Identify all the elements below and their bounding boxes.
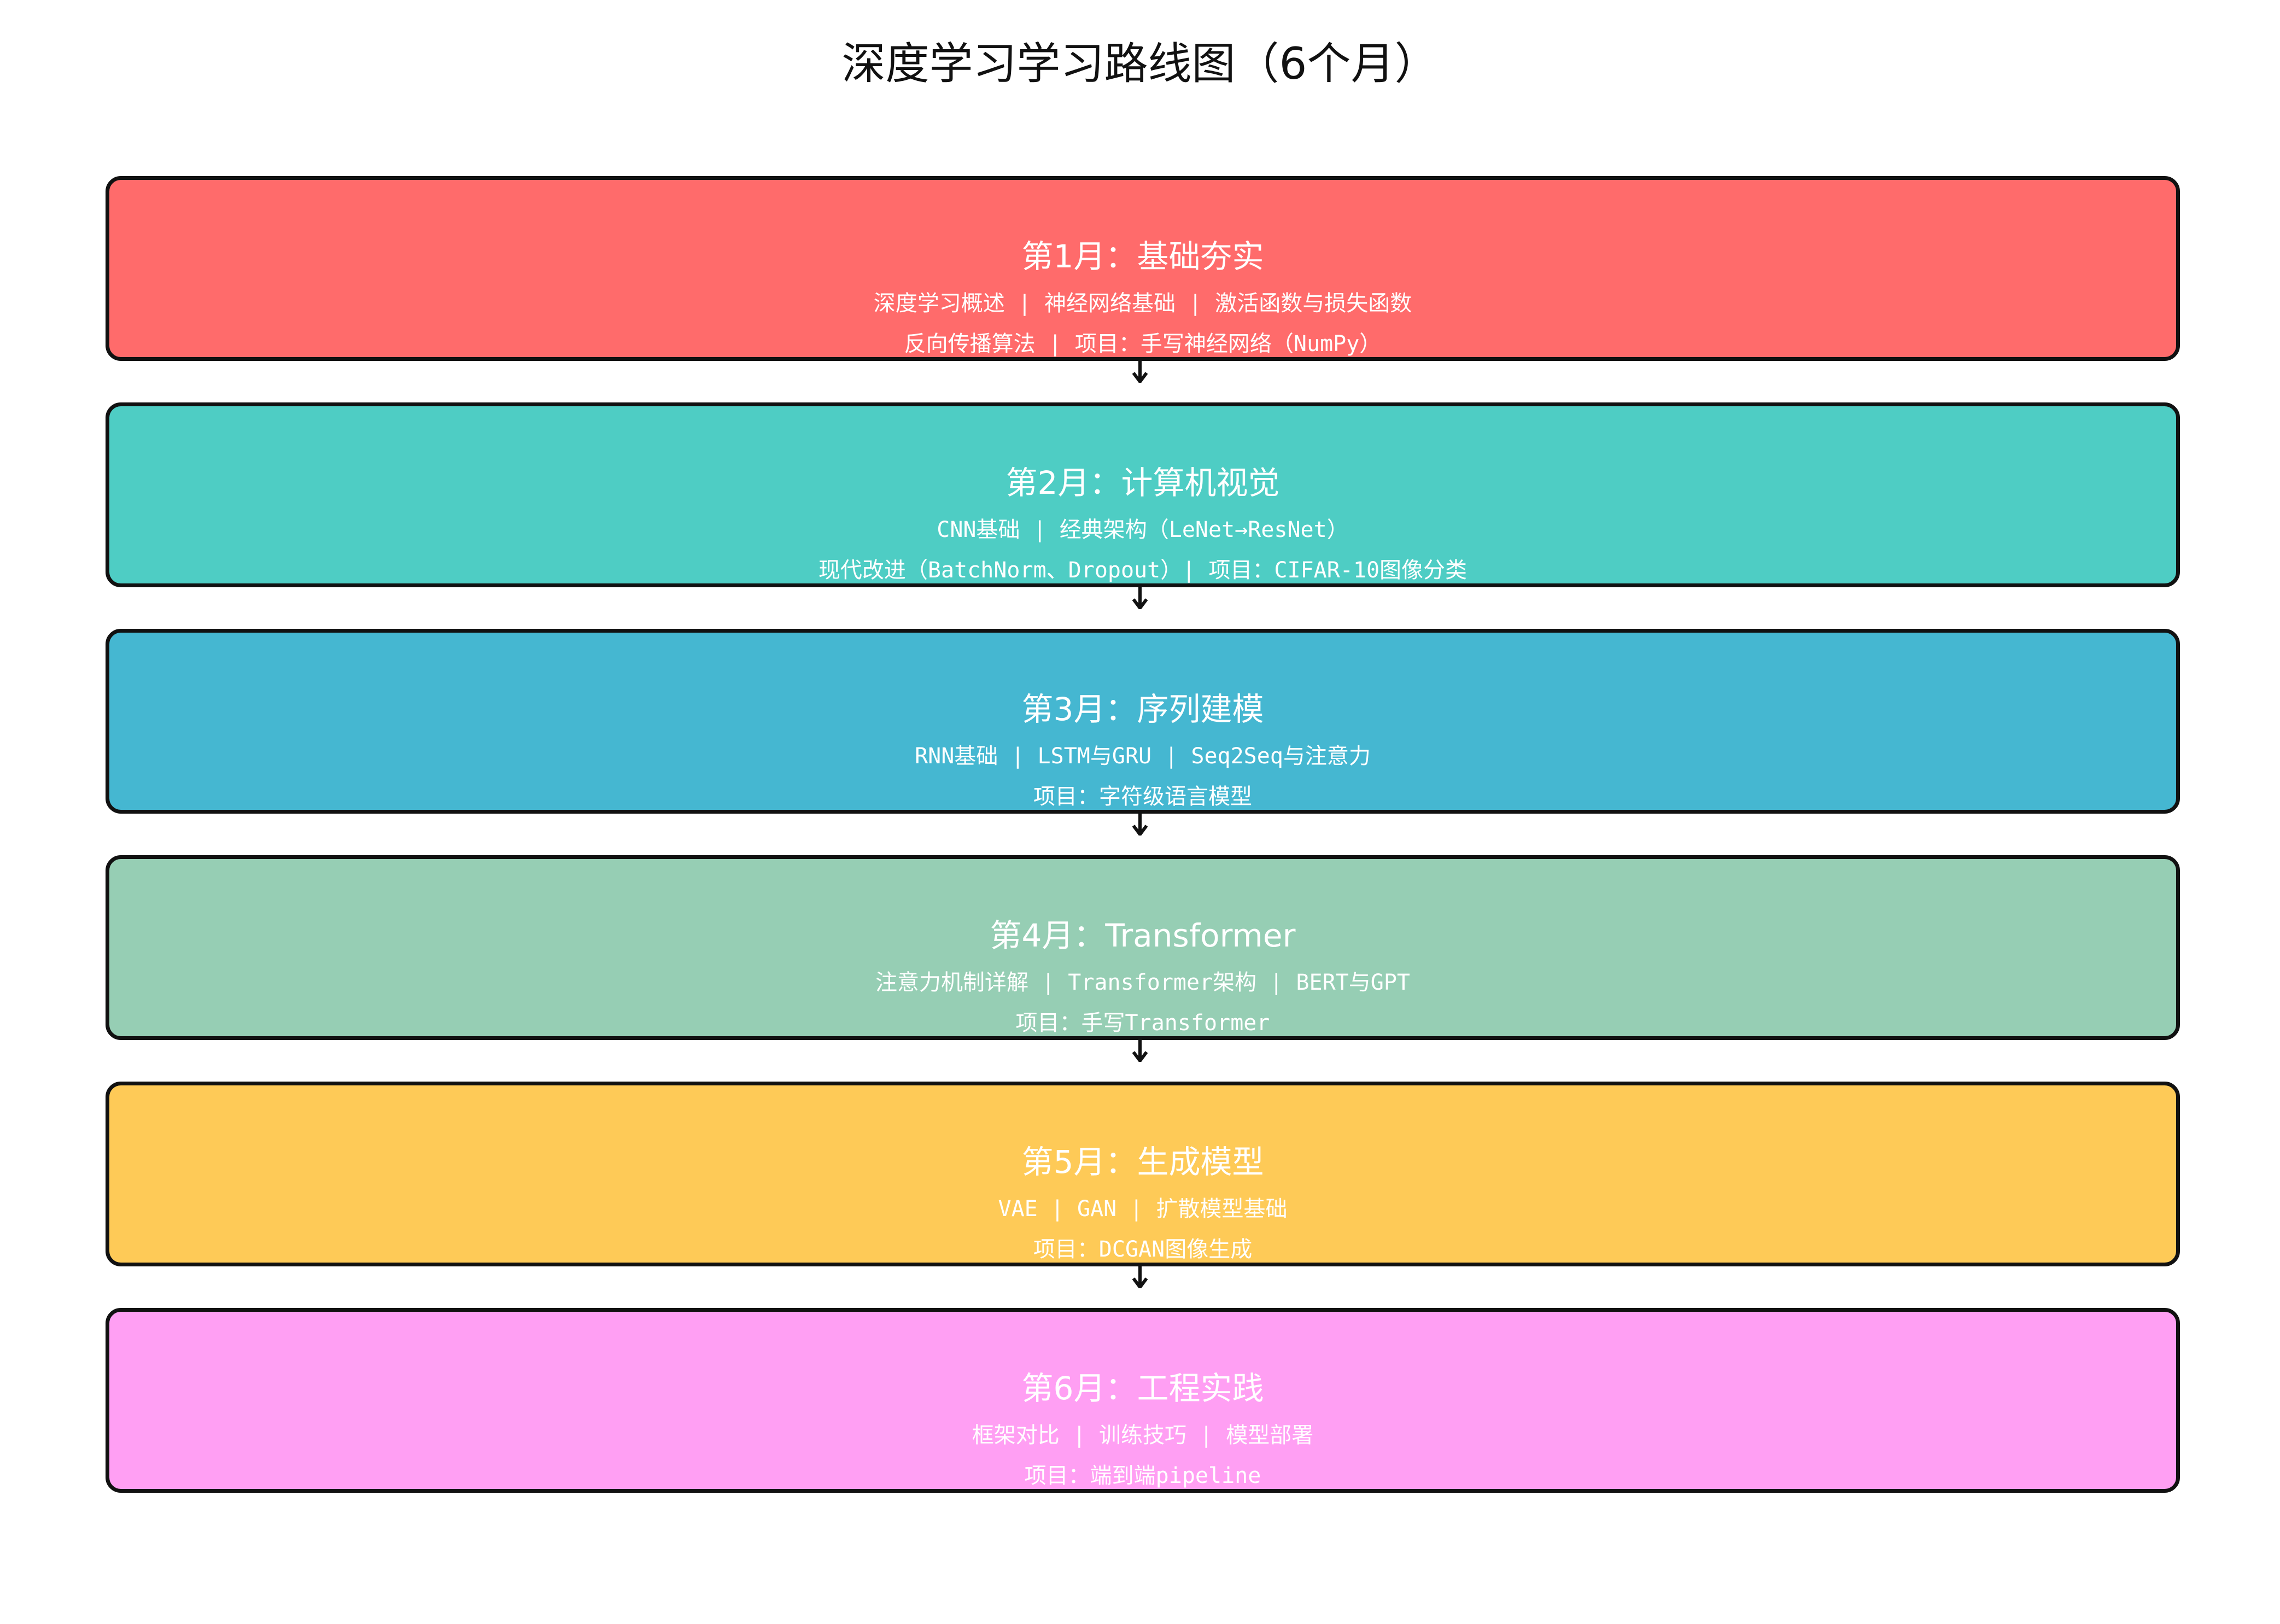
stage-box-month-4: 第4月：Transformer 注意力机制详解 | Transformer架构 … xyxy=(106,855,2180,1040)
stage-topics-line: 深度学习概述 | 神经网络基础 | 激活函数与损失函数 xyxy=(873,291,1412,316)
stage-box-month-2: 第2月：计算机视觉 CNN基础 | 经典架构（LeNet→ResNet） 现代改… xyxy=(106,402,2180,587)
diagram-title: 深度学习学习路线图（6个月） xyxy=(841,38,1439,89)
stage-project-line: 项目：字符级语言模型 xyxy=(1033,784,1252,809)
stage-topics-line: 注意力机制详解 | Transformer架构 | BERT与GPT xyxy=(875,970,1410,995)
stage-topics-line: VAE | GAN | 扩散模型基础 xyxy=(998,1196,1288,1222)
stage-title: 第4月：Transformer xyxy=(990,917,1296,954)
stage-project-line: 项目：DCGAN图像生成 xyxy=(1033,1237,1253,1262)
stage-title: 第5月：生成模型 xyxy=(1021,1143,1264,1181)
stage-project-line: 项目：手写Transformer xyxy=(1015,1010,1270,1036)
stage-topics-line: 框架对比 | 训练技巧 | 模型部署 xyxy=(972,1423,1314,1448)
stage-project-line: 反向传播算法 | 项目：手写神经网络（NumPy） xyxy=(904,331,1382,357)
stage-title: 第3月：序列建模 xyxy=(1021,691,1264,728)
stage-topics-line: CNN基础 | 经典架构（LeNet→ResNet） xyxy=(937,517,1349,542)
stage-box-month-1: 第1月：基础夯实 深度学习概述 | 神经网络基础 | 激活函数与损失函数 反向传… xyxy=(106,176,2180,361)
stage-box-month-3: 第3月：序列建模 RNN基础 | LSTM与GRU | Seq2Seq与注意力 … xyxy=(106,629,2180,814)
stage-box-month-6: 第6月：工程实践 框架对比 | 训练技巧 | 模型部署 项目：端到端pipeli… xyxy=(106,1308,2180,1493)
stage-project-line: 现代改进（BatchNorm、Dropout）| 项目：CIFAR-10图像分类 xyxy=(818,558,1468,583)
down-arrow-icon xyxy=(1132,811,1148,836)
stage-project-line: 项目：端到端pipeline xyxy=(1024,1463,1261,1488)
stage-title: 第2月：计算机视觉 xyxy=(1005,464,1280,501)
stage-title: 第6月：工程实践 xyxy=(1021,1370,1264,1407)
stage-topics-line: RNN基础 | LSTM与GRU | Seq2Seq与注意力 xyxy=(915,744,1371,769)
stage-box-month-5: 第5月：生成模型 VAE | GAN | 扩散模型基础 项目：DCGAN图像生成 xyxy=(106,1082,2180,1266)
down-arrow-icon xyxy=(1132,585,1148,609)
down-arrow-icon xyxy=(1132,1038,1148,1062)
down-arrow-icon xyxy=(1132,1264,1148,1288)
stage-title: 第1月：基础夯实 xyxy=(1021,238,1264,275)
down-arrow-icon xyxy=(1132,359,1148,383)
